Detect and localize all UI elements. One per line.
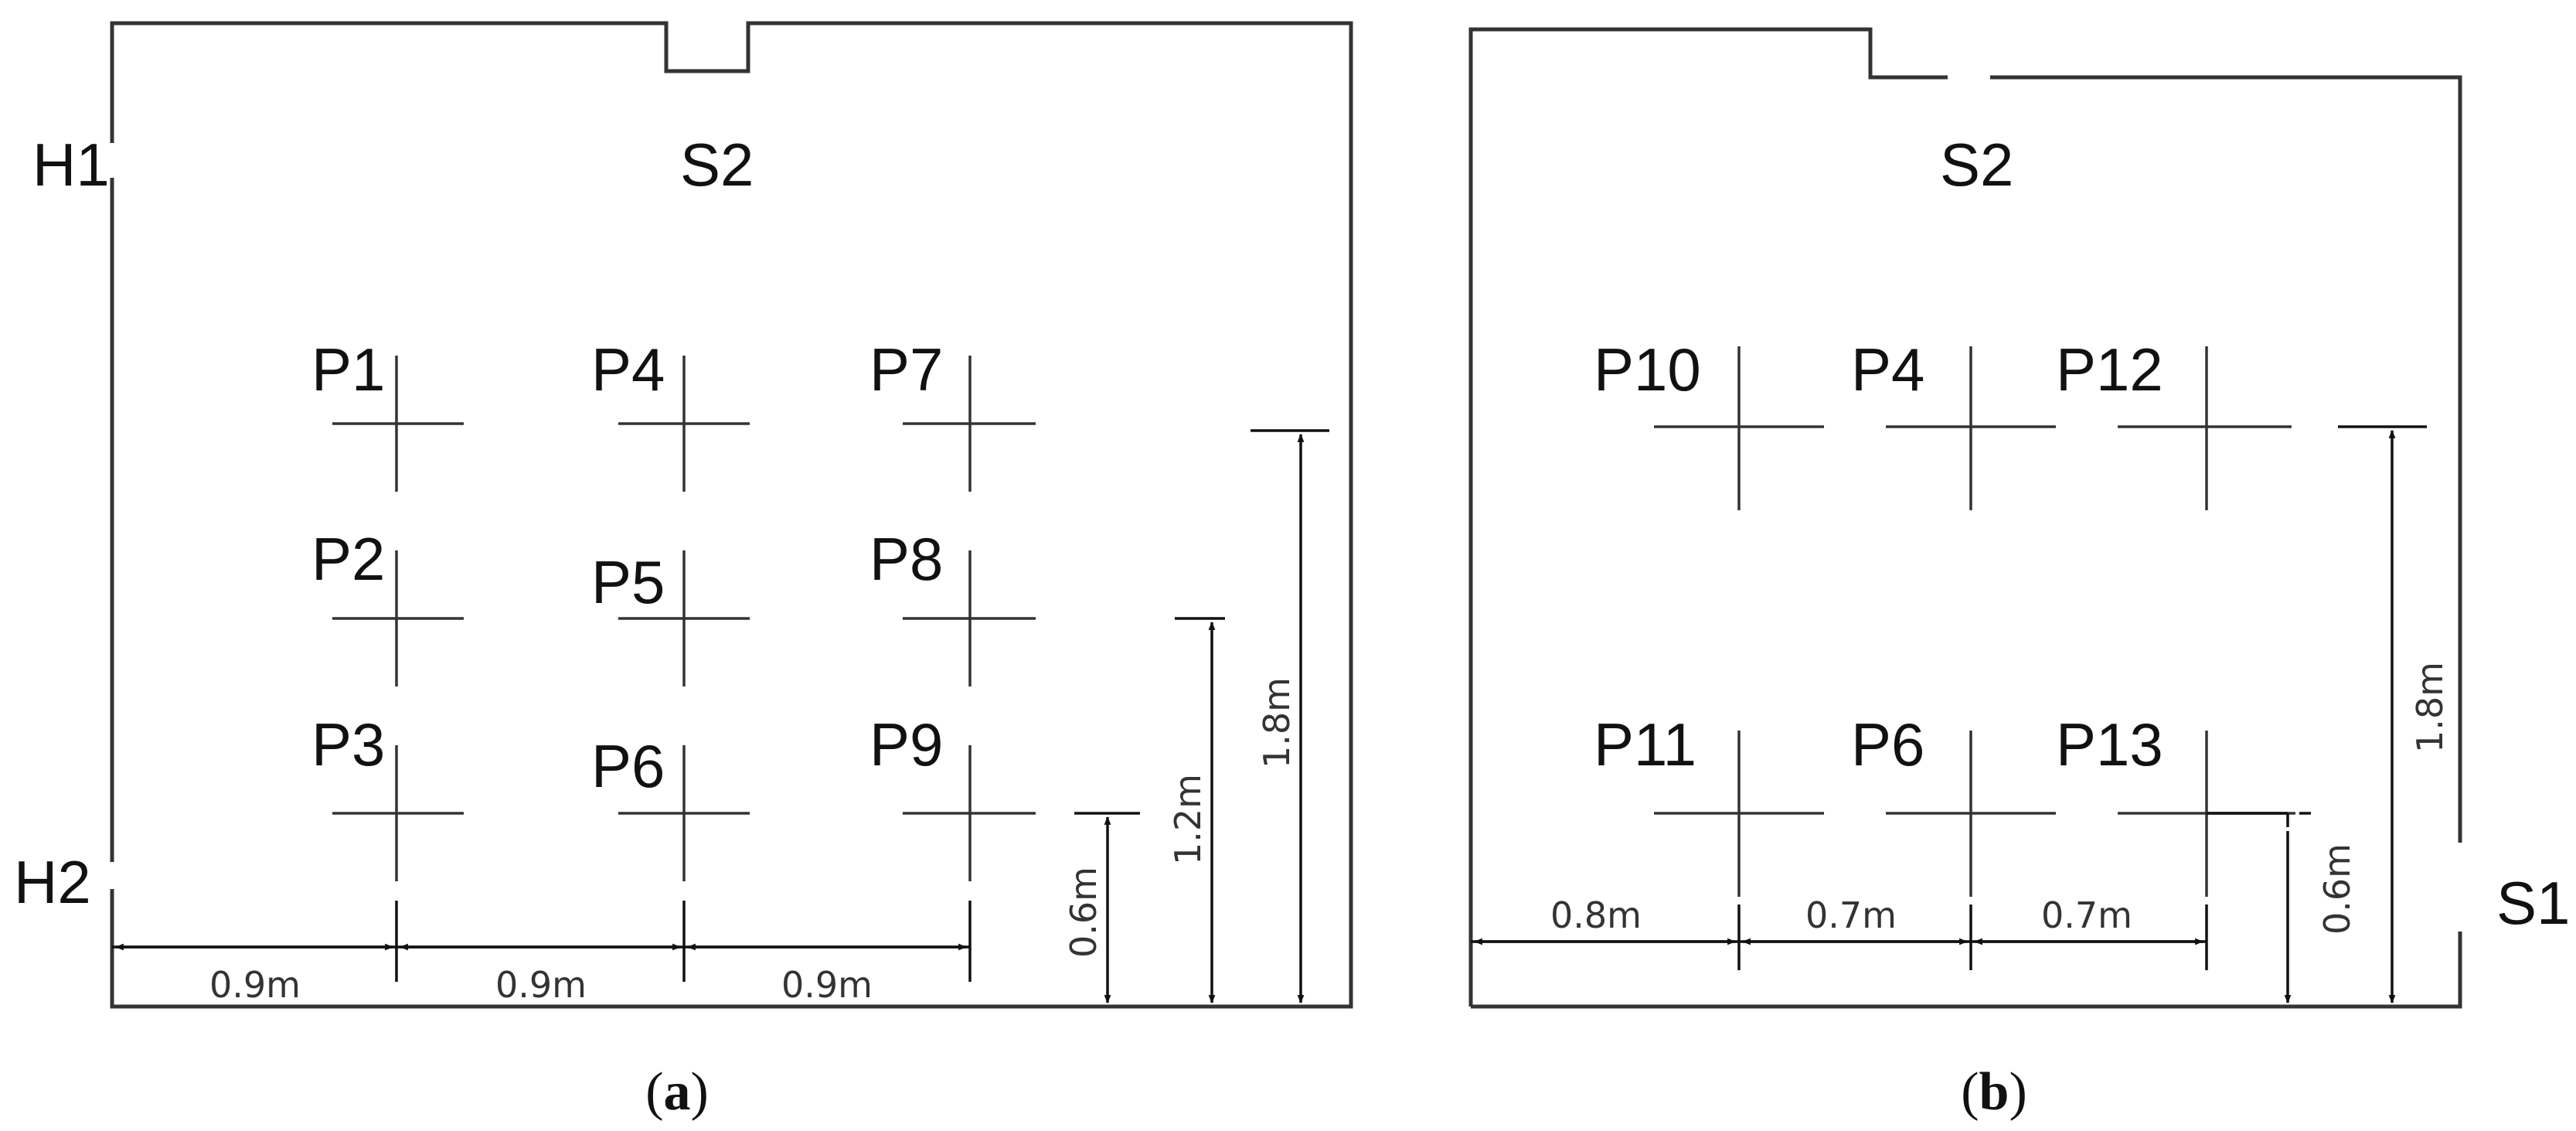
dim-b-h06: 0.6m — [2316, 843, 2358, 935]
point-p12-cross — [2118, 346, 2292, 510]
point-p5-cross — [618, 550, 750, 686]
dim-vertical-b — [2207, 425, 2427, 1004]
dim-a-h18: 1.8m — [1256, 677, 1298, 768]
point-p4-cross — [618, 356, 750, 492]
label-p2: P2 — [311, 525, 385, 593]
dim-b-w3: 0.7m — [2041, 894, 2132, 936]
point-p8-cross — [903, 550, 1036, 686]
dim-b-w1: 0.8m — [1550, 894, 1642, 936]
dim-a-h06: 0.6m — [1063, 867, 1104, 958]
label-p5: P5 — [591, 548, 665, 616]
dim-horizontal-b — [1471, 904, 2208, 970]
label-p1: P1 — [311, 336, 385, 404]
label-p8: P8 — [869, 525, 943, 593]
point-p1-cross — [332, 356, 464, 492]
label-p7: P7 — [869, 336, 943, 404]
label-p10: P10 — [1594, 336, 1701, 404]
room-a-walls — [110, 21, 1353, 1009]
label-p3: P3 — [311, 710, 385, 778]
caption-b: (b) — [1961, 1062, 2027, 1122]
point-p3-cross — [332, 745, 464, 881]
dim-b-h18: 1.8m — [2409, 662, 2451, 753]
point-p2-cross — [332, 550, 464, 686]
room-b-walls — [1468, 27, 2462, 1009]
point-p4b-cross — [1886, 346, 2056, 510]
point-p7-cross — [903, 356, 1036, 492]
point-p6-cross — [618, 745, 750, 881]
panel-a: H1 H2 S2 P1 P2 P3 P4 P5 P6 P7 P8 P9 0.9m… — [14, 21, 1353, 1122]
dim-b-w2: 0.7m — [1805, 894, 1897, 936]
dim-vertical-a — [1074, 429, 1329, 1004]
label-p13: P13 — [2056, 710, 2163, 778]
label-p4: P4 — [591, 336, 665, 404]
panel-b: S2 S1 P10 P4 P12 P11 P6 P13 0.8m 0.7m 0.… — [1468, 27, 2570, 1122]
label-p12: P12 — [2056, 336, 2163, 404]
label-p4-b: P4 — [1851, 336, 1924, 404]
label-s1: S1 — [2496, 869, 2570, 937]
dim-a-h12: 1.2m — [1167, 774, 1209, 865]
dim-a-w1: 0.9m — [209, 964, 301, 1006]
label-p11: P11 — [1594, 710, 1696, 778]
label-s2-b: S2 — [1940, 131, 2013, 199]
dim-a-w2: 0.9m — [495, 964, 587, 1006]
label-h2: H2 — [14, 848, 91, 916]
label-p9: P9 — [869, 710, 943, 778]
label-p6: P6 — [591, 732, 665, 800]
label-p6-b: P6 — [1851, 710, 1924, 778]
point-p9-cross — [903, 745, 1036, 881]
point-p11-cross — [1654, 731, 1824, 897]
dim-horizontal-a — [112, 901, 972, 982]
label-h1: H1 — [32, 131, 110, 199]
dim-a-w3: 0.9m — [781, 964, 873, 1006]
point-p6b-cross — [1886, 731, 2056, 897]
point-p10-cross — [1654, 346, 1824, 510]
label-s2: S2 — [680, 131, 754, 199]
caption-a: (a) — [645, 1062, 709, 1122]
